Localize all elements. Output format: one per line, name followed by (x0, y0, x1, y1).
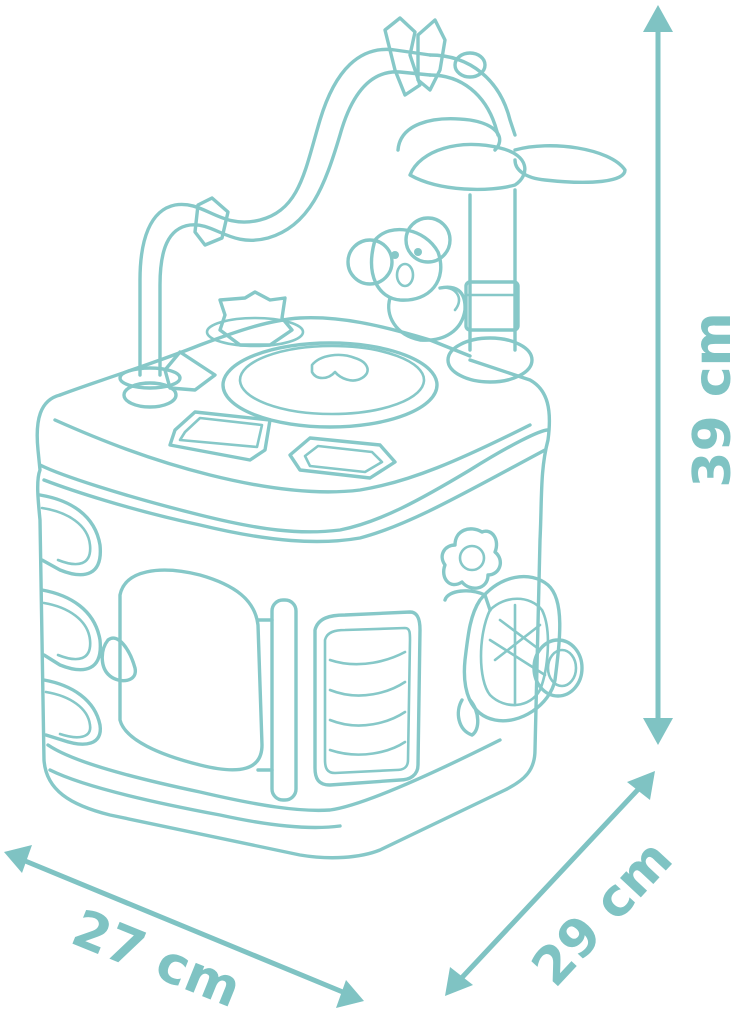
door-knob (100, 636, 137, 683)
hexagon-slot (288, 436, 397, 480)
depth-arrow-line (452, 779, 648, 988)
depth-arrowhead-right (627, 771, 655, 800)
sliding-window (313, 610, 422, 787)
cube-body (35, 358, 552, 860)
width-dimension: 27 cm (4, 845, 364, 1020)
front-door (100, 568, 298, 802)
flower-toy (440, 527, 503, 590)
height-arrowhead-bottom (643, 718, 673, 745)
height-dimension: 39 cm (643, 5, 733, 745)
width-arrowhead-left (4, 845, 32, 873)
maze-bead (383, 16, 422, 97)
spinner-dial-shape (310, 353, 369, 382)
gear-knob (532, 638, 584, 698)
depth-arrowhead-left (445, 967, 473, 996)
right-side-toys (440, 527, 584, 737)
width-arrowhead-right (336, 980, 364, 1008)
depth-label: 29 cm (521, 829, 685, 998)
maze-bead (416, 18, 447, 92)
cube-top (53, 290, 532, 494)
square-slot (168, 410, 272, 462)
depth-dimension: 29 cm (445, 771, 684, 998)
spinner-dial-inner (238, 344, 426, 416)
maze-bead (193, 196, 230, 247)
height-label: 39 cm (683, 312, 733, 487)
turtle-gear (462, 574, 562, 723)
left-side-panels (38, 493, 102, 746)
door-hinge (270, 598, 298, 802)
width-arrow-line (15, 855, 353, 998)
star-block (218, 290, 294, 347)
activity-cube-drawing (35, 16, 627, 860)
koala-figure (346, 216, 467, 342)
mushroom-tree (396, 117, 627, 384)
bead-maze-wire (118, 16, 517, 409)
maze-ring (453, 51, 487, 79)
height-arrowhead-top (643, 5, 673, 32)
spinner-dial-outer (221, 341, 439, 429)
